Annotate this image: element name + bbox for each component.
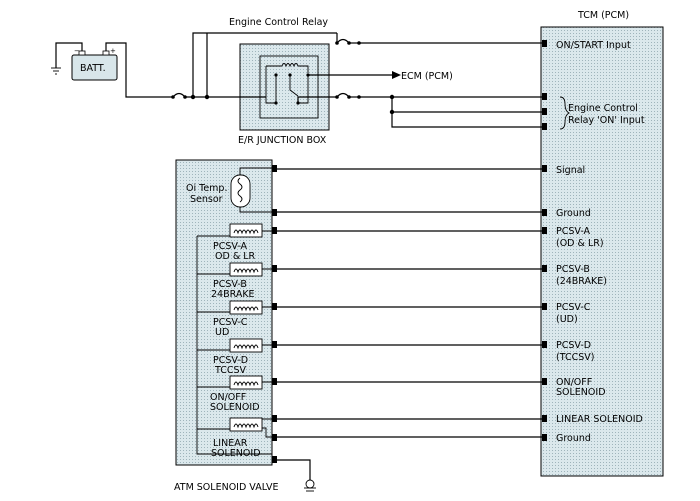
coil-icon [281,63,299,68]
tcm-label-ecr-2: Relay 'ON' Input [568,115,645,126]
solenoid-label-2: TCCSV [214,365,247,376]
battery: BATT. − + [71,47,118,81]
oil-temp-label-1: Oi Temp. [186,183,227,194]
solenoid-label-1: PCSV-D [213,355,248,366]
tcm-pin [542,209,547,216]
tcm-label-pcsva-2: (OD & LR) [556,238,604,249]
solenoid-label-1: PCSV-C [213,317,248,328]
tcm-pin [542,93,547,100]
oil-temp-sensor [230,167,272,213]
atm-solenoid-valve-label: ATM SOLENOID VALVE [174,482,278,493]
junction-box [239,43,330,131]
solenoid-label-2: UD [215,327,229,338]
tcm-label-ground-2: Ground [556,433,591,444]
solenoid-label-2: 24BRAKE [211,289,255,300]
thermistor-icon [237,177,243,203]
coil-icon [233,268,259,274]
ecm-label: ECM (PCM) [401,71,453,82]
coil-icon [233,306,259,312]
battery-terminal-pos [102,50,110,56]
solenoid-pcsv-d: PCSV-D TCCSV [197,338,272,376]
tcm-pin [542,40,547,47]
solenoid-pcsv-c: PCSV-C UD [197,300,272,338]
battery-plus: + [110,47,116,55]
tcm-pins [542,40,547,441]
junction-box-label: E/R JUNCTION BOX [238,135,327,146]
solenoid-pcsv-a: PCSV-A OD & LR [197,223,272,262]
common-bus [196,236,272,455]
fuse-icon [336,92,350,98]
coil-icon [233,381,259,387]
tcm-title: TCM (PCM) [577,10,629,21]
battery-terminal-neg [78,50,86,56]
tcm-pin [542,434,547,441]
tcm-label-pcsvc-1: PCSV-C [556,302,591,313]
tcm-label-pcsvb-2: (24BRAKE) [556,276,607,287]
tcm-label-ecr-1: Engine Control [568,103,638,114]
coil-icon [233,344,259,350]
fuse-icon [172,92,186,98]
arrow-icon [392,71,401,79]
tcm-pin [542,165,547,172]
harness-wires [277,168,542,480]
relay [259,55,319,119]
tcm-pin [542,341,547,348]
tcm-label-pcsvd-1: PCSV-D [556,340,591,351]
tcm-pin [542,415,547,422]
tcm-box [540,26,664,477]
coil-icon [233,229,259,235]
coil-icon [233,423,259,429]
tcm-label-onoff-1: ON/OFF [556,377,592,388]
valve-pins [272,165,277,463]
battery-minus: − [74,47,80,55]
tcm-label-pcsvb-1: PCSV-B [556,264,590,275]
ground-icon [51,67,61,75]
tcm-label-pcsvc-2: (UD) [556,314,578,325]
tcm-label-pcsvd-2: (TCCSV) [556,352,594,363]
solenoid-label-2: OD & LR [215,251,256,262]
batt-neg-wire [55,42,83,68]
solenoid-pcsv-b: PCSV-B 24BRAKE [197,262,272,300]
tcm-label-linear: LINEAR SOLENOID [556,414,643,425]
solenoid-on-off: ON/OFF SOLENOID [197,375,272,413]
battery-label: BATT. [80,63,106,74]
solenoid-label-1: ON/OFF [210,392,246,403]
engine-control-relay-label: Engine Control Relay [229,17,328,28]
solenoid-label-1: PCSV-A [213,241,248,252]
tcm-label-onoff-2: SOLENOID [556,387,606,398]
tcm-pin [542,108,547,115]
solenoid-label-1: LINEAR [213,438,248,449]
solenoid-label-1: PCSV-B [213,279,247,290]
tcm-label-ground: Ground [556,208,591,219]
solenoid-label-2: SOLENOID [211,448,261,459]
tcm-label-pcsva-1: PCSV-A [556,226,591,237]
tcm-pin [542,265,547,272]
oil-temp-label-2: Sensor [190,194,223,205]
solenoid-linear: LINEAR SOLENOID [197,417,272,459]
fuse-icon [336,38,350,44]
ground-icon [304,479,316,492]
tcm-pin [542,303,547,310]
tcm-pin [542,378,547,385]
brace-icon [559,96,571,130]
batt-pos-wire [105,42,173,98]
tcm-pin [542,227,547,234]
tcm-label-on-start: ON/START Input [556,40,631,51]
solenoid-label-2: SOLENOID [210,402,260,413]
tcm-pin [542,123,547,130]
battery-box [71,54,118,81]
tcm-label-signal: Signal [556,165,585,176]
